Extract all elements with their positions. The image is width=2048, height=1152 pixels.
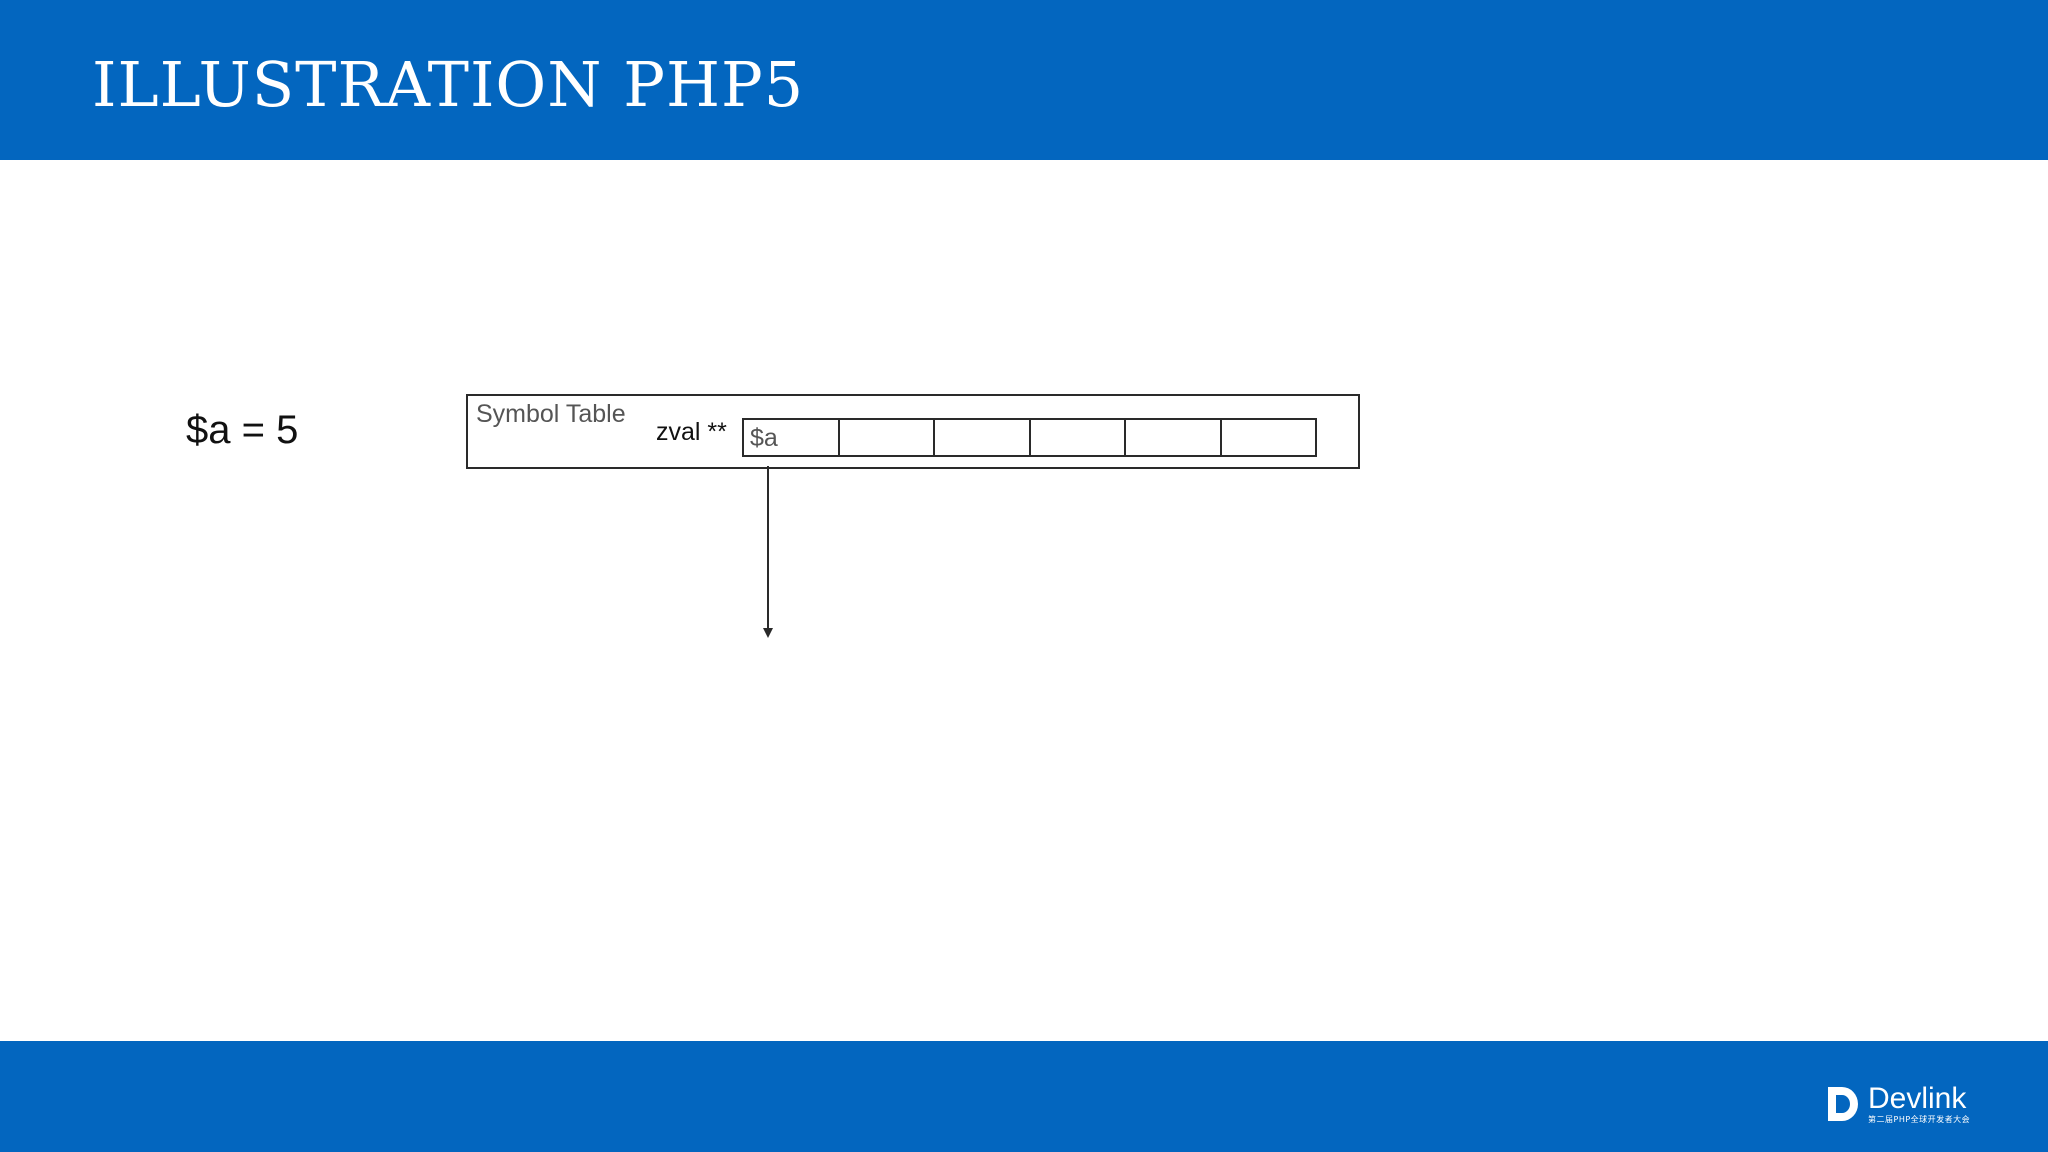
symbol-table-slot: $a: [742, 418, 840, 457]
symbol-table-slot: [1219, 418, 1317, 457]
devlink-logo: Devlink 第二届PHP全球开发者大会: [1826, 1084, 1970, 1124]
zval-pointer-label: zval **: [656, 418, 727, 446]
devlink-d-icon: [1828, 1087, 1858, 1121]
code-statement: $a = 5: [186, 408, 299, 452]
header-bar: ILLUSTRATION PHP5: [0, 0, 2048, 160]
symbol-table-slot: [933, 418, 1031, 457]
footer-bar: Devlink 第二届PHP全球开发者大会: [0, 1041, 2048, 1152]
symbol-table-slot: [1124, 418, 1222, 457]
slot-label: $a: [750, 424, 778, 452]
symbol-table-slots: $a: [742, 418, 1317, 457]
symbol-table-slot: [837, 418, 935, 457]
symbol-table-label: Symbol Table: [476, 400, 626, 428]
logo-tagline: 第二届PHP全球开发者大会: [1868, 1115, 1971, 1124]
pointer-arrow-head: [763, 628, 773, 638]
slide-title: ILLUSTRATION PHP5: [92, 48, 805, 121]
symbol-table-slot: [1028, 418, 1126, 457]
symbol-table-box: Symbol Table zval ** $a: [466, 394, 1360, 469]
logo-wordmark: Devlink: [1868, 1082, 1967, 1115]
